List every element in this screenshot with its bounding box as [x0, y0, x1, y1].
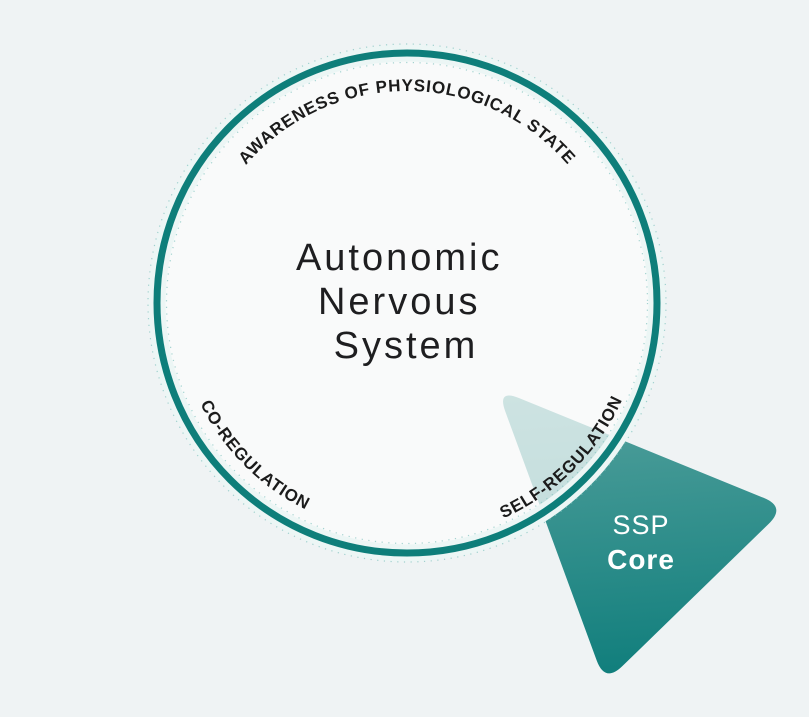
circle-fill-overlay — [163, 59, 651, 547]
center-label-line-2: Nervous — [318, 281, 481, 323]
center-label-line-3: System — [334, 325, 479, 367]
center-label-line-1: Autonomic — [296, 237, 503, 279]
triangle-label-core: Core — [607, 544, 675, 575]
dotted-ring-inner — [165, 61, 649, 545]
circle-border-ring — [153, 49, 661, 557]
circle-center-label: Autonomic Nervous System — [296, 237, 516, 367]
dotted-ring-outer — [147, 43, 667, 563]
triangle-label-ssp: SSP — [612, 510, 669, 540]
